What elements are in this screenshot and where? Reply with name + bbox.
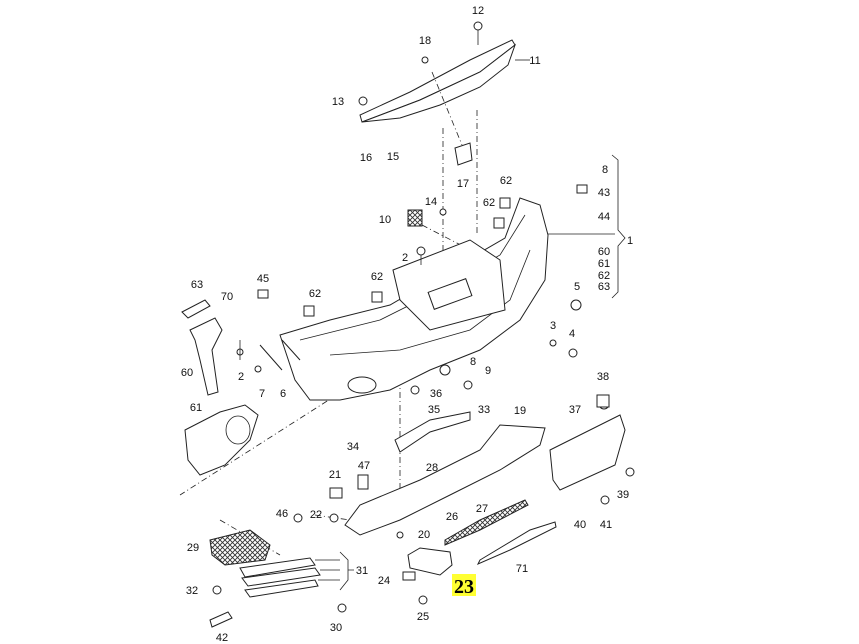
label-62: 62 bbox=[483, 197, 495, 209]
label-29: 29 bbox=[187, 542, 199, 554]
label-26: 26 bbox=[446, 511, 458, 523]
label-20: 20 bbox=[418, 529, 430, 541]
label-24: 24 bbox=[378, 575, 390, 587]
label-62: 62 bbox=[598, 270, 610, 282]
label-23-highlighted[interactable]: 23 bbox=[454, 576, 474, 598]
label-2: 2 bbox=[238, 371, 244, 383]
label-35: 35 bbox=[428, 404, 440, 416]
label-11: 11 bbox=[529, 55, 540, 67]
label-7: 7 bbox=[259, 388, 265, 400]
undertray-part bbox=[344, 424, 546, 536]
label-3: 3 bbox=[550, 320, 556, 332]
label-8: 8 bbox=[602, 164, 608, 176]
bracket-part bbox=[189, 317, 223, 396]
highlighted-part-label[interactable]: 23 bbox=[452, 574, 476, 598]
label-42: 42 bbox=[216, 632, 228, 644]
label-71: 71 bbox=[516, 563, 528, 575]
label-10: 10 bbox=[379, 214, 391, 226]
label-44: 44 bbox=[598, 211, 610, 223]
label-47: 47 bbox=[358, 460, 370, 472]
label-15: 15 bbox=[387, 151, 399, 163]
label-4: 4 bbox=[569, 328, 575, 340]
label-33: 33 bbox=[478, 404, 490, 416]
label-13: 13 bbox=[332, 96, 344, 108]
cover-part-23 bbox=[407, 547, 453, 576]
label-43: 43 bbox=[598, 187, 610, 199]
label-25: 25 bbox=[417, 611, 429, 623]
label-18: 18 bbox=[419, 35, 431, 47]
label-45: 45 bbox=[257, 273, 269, 285]
label-30: 30 bbox=[330, 622, 342, 634]
label-41: 41 bbox=[600, 519, 612, 531]
label-61: 61 bbox=[190, 402, 202, 414]
label-8: 8 bbox=[470, 356, 476, 368]
label-14: 14 bbox=[425, 196, 437, 208]
label-27: 27 bbox=[476, 503, 488, 515]
license-plate-bracket-part bbox=[549, 414, 626, 491]
trim-strip-part bbox=[359, 39, 530, 123]
label-62: 62 bbox=[309, 288, 321, 300]
label-5: 5 bbox=[574, 281, 580, 293]
label-60: 60 bbox=[598, 246, 610, 258]
grille-mesh-part bbox=[209, 529, 271, 566]
label-63: 63 bbox=[191, 279, 203, 291]
label-38: 38 bbox=[597, 371, 609, 383]
fog-lamp-bracket-part bbox=[184, 404, 259, 476]
label-16: 16 bbox=[360, 152, 372, 164]
label-1: 1 bbox=[627, 235, 633, 247]
label-70: 70 bbox=[221, 291, 233, 303]
label-34: 34 bbox=[347, 441, 359, 453]
label-62: 62 bbox=[371, 271, 383, 283]
label-32: 32 bbox=[186, 585, 198, 597]
label-31: 31 bbox=[356, 565, 368, 577]
label-62: 62 bbox=[500, 175, 512, 187]
label-19: 19 bbox=[514, 405, 526, 417]
label-28: 28 bbox=[426, 462, 438, 474]
label-9: 9 bbox=[485, 365, 491, 377]
bumper-cover-part bbox=[279, 154, 626, 401]
label-2: 2 bbox=[402, 252, 408, 264]
label-37: 37 bbox=[569, 404, 581, 416]
fasteners bbox=[209, 21, 635, 628]
label-22: 22 bbox=[310, 509, 322, 521]
label-12: 12 bbox=[472, 5, 484, 17]
label-17: 17 bbox=[457, 178, 469, 190]
label-21: 21 bbox=[329, 469, 341, 481]
part-number-labels: 12 18 11 13 16 15 17 14 10 62 62 8 43 44… bbox=[181, 5, 633, 644]
label-6: 6 bbox=[280, 388, 286, 400]
label-39: 39 bbox=[617, 489, 629, 501]
label-36: 36 bbox=[430, 388, 442, 400]
label-63: 63 bbox=[598, 281, 610, 293]
highlight-box bbox=[452, 574, 476, 596]
label-46: 46 bbox=[276, 508, 288, 520]
label-60: 60 bbox=[181, 367, 193, 379]
label-61: 61 bbox=[598, 258, 610, 270]
label-40: 40 bbox=[574, 519, 586, 531]
